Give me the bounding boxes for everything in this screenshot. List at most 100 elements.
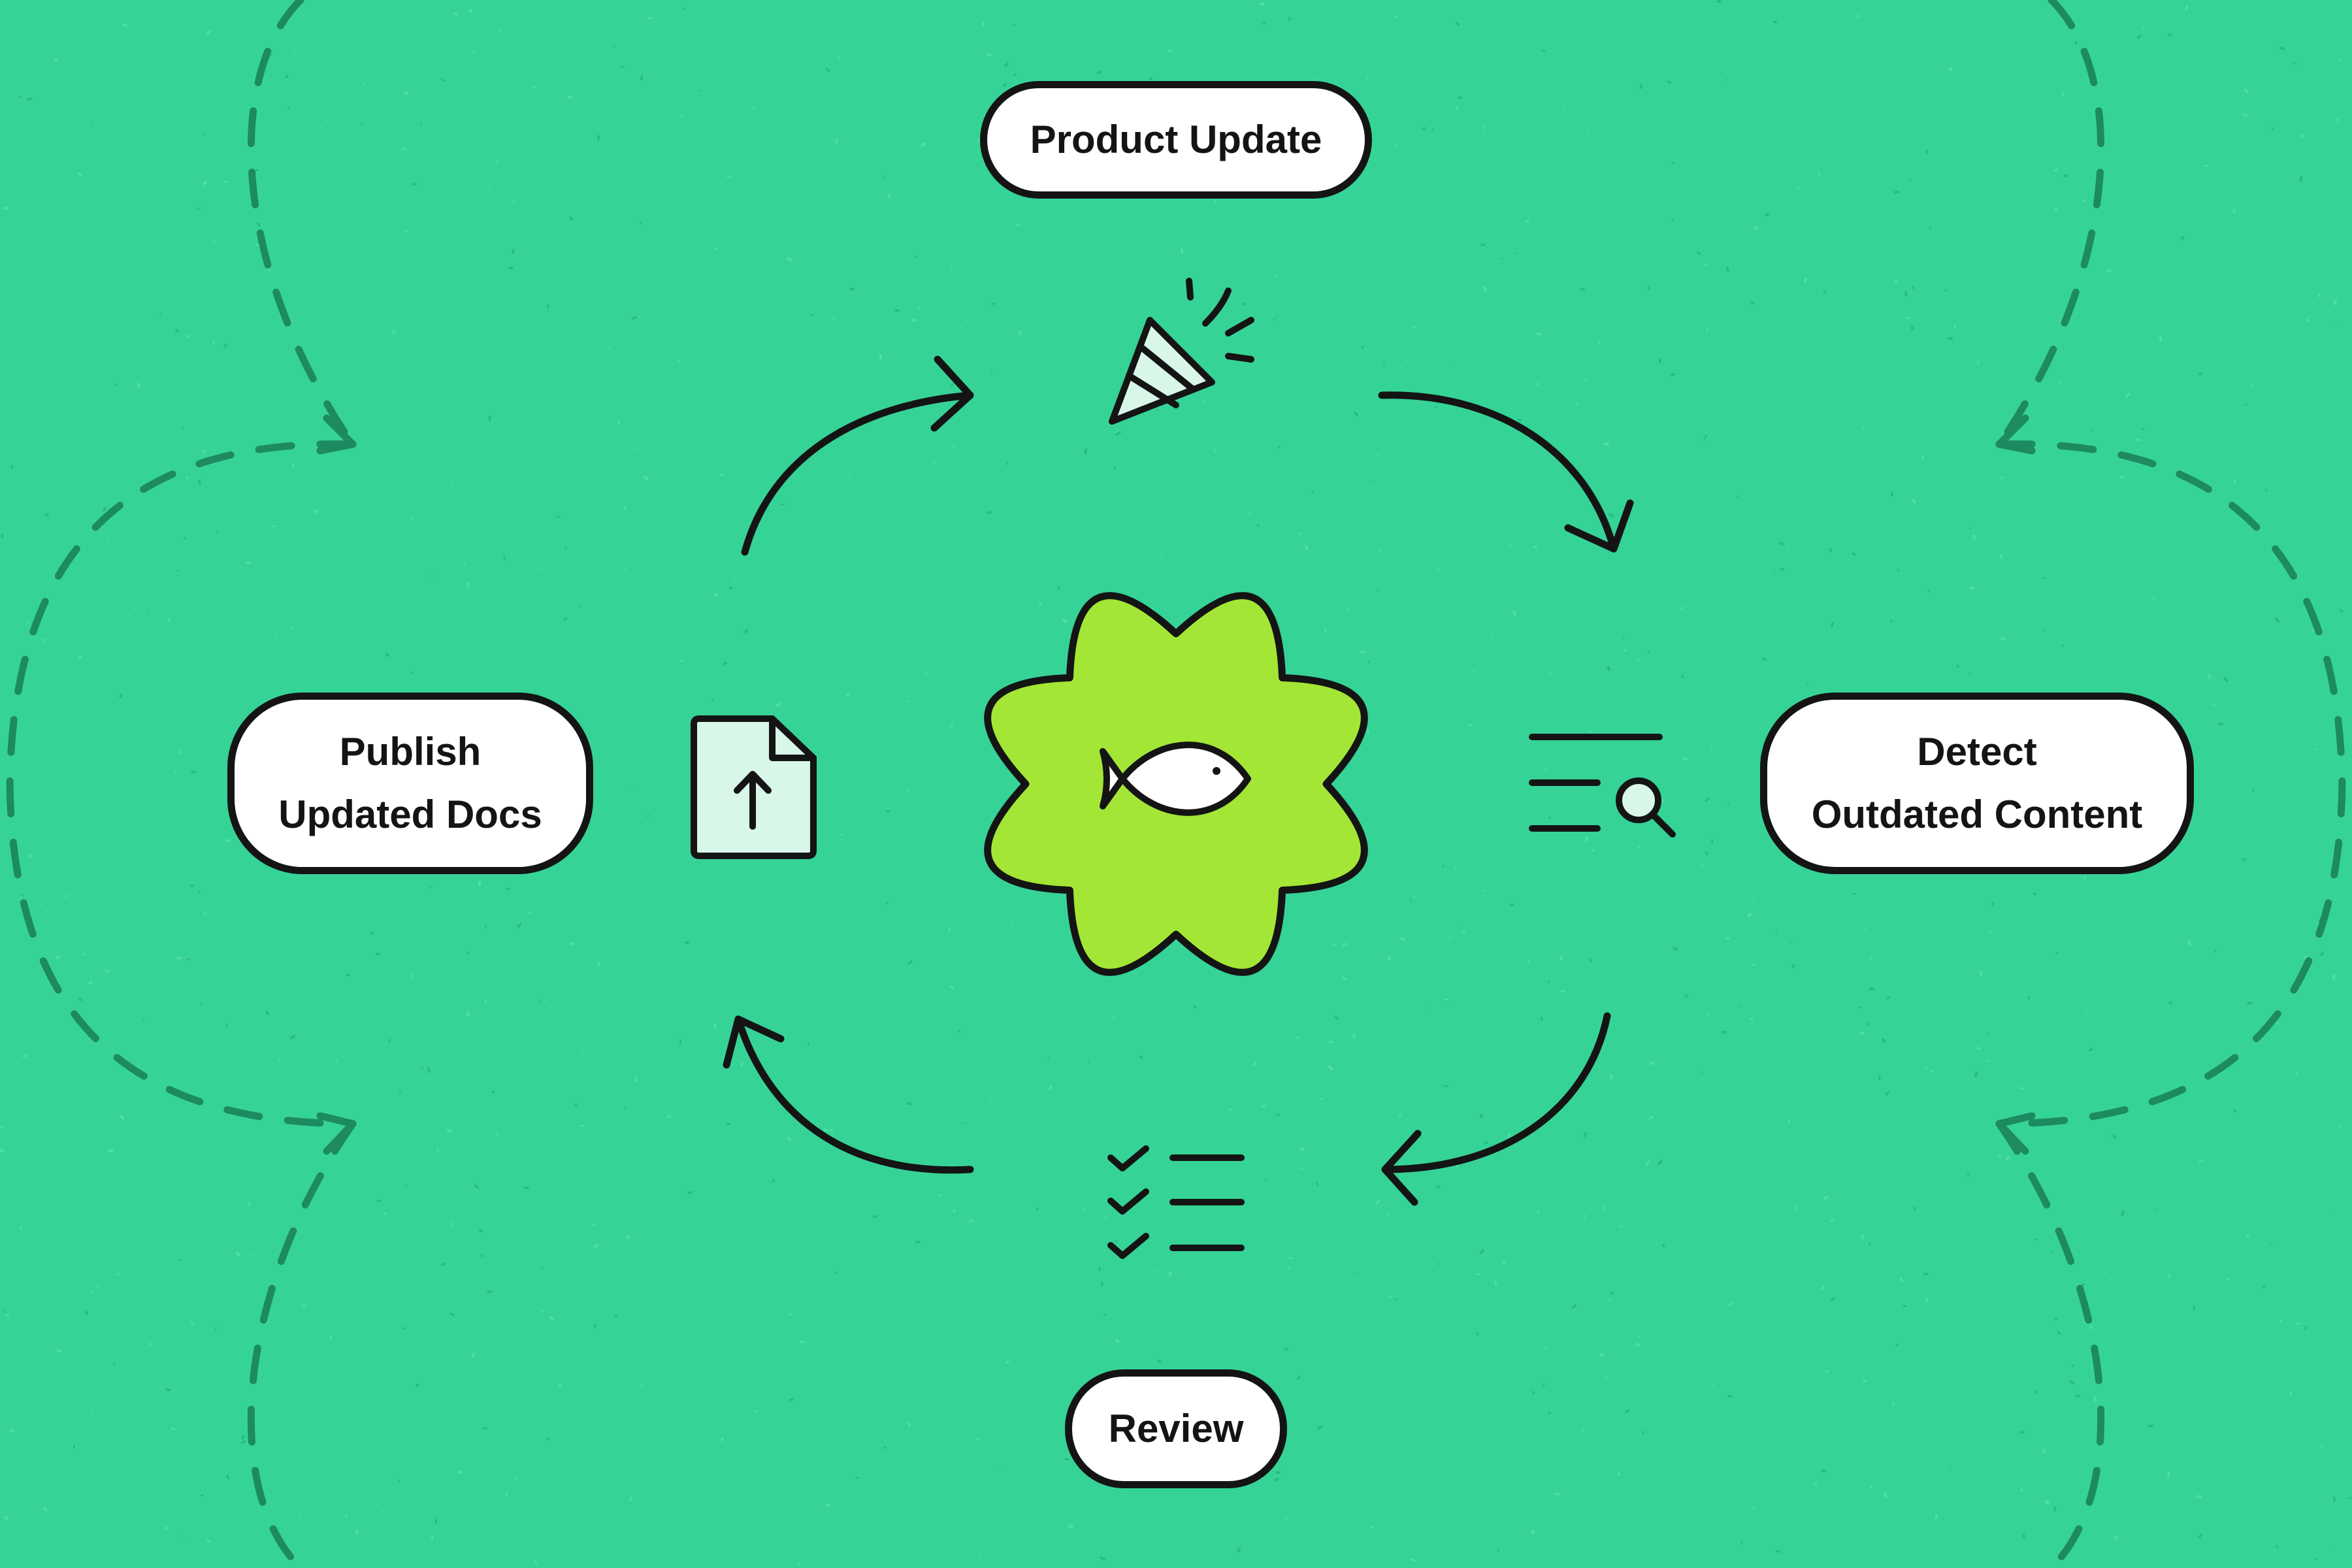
speckle: [105, 969, 110, 973]
speckle: [1386, 955, 1392, 961]
speckle: [1647, 649, 1650, 653]
speckle: [1394, 1298, 1397, 1301]
speckle: [1334, 1015, 1339, 1021]
speckle: [1865, 1022, 1869, 1026]
speckle: [593, 1323, 596, 1328]
speckle: [190, 770, 197, 775]
speckle: [932, 460, 936, 464]
speckle: [982, 22, 985, 27]
speckle: [1373, 481, 1375, 483]
speckle: [1788, 546, 1790, 548]
speckle: [106, 537, 108, 540]
speckle: [401, 146, 406, 151]
speckle: [1004, 1360, 1009, 1364]
speckle: [2083, 875, 2087, 879]
speckle: [335, 1059, 338, 1063]
speckle: [1431, 127, 1435, 131]
arrow-update-to-detect: [1378, 391, 1618, 553]
speckle: [593, 1243, 599, 1249]
speckle: [825, 1503, 830, 1507]
speckle: [495, 1132, 499, 1136]
speckle: [1100, 1556, 1106, 1561]
speckle: [2198, 372, 2203, 376]
speckle: [1537, 1209, 1540, 1215]
speckle: [1672, 946, 1678, 951]
speckle: [272, 525, 276, 528]
speckle: [1555, 1492, 1560, 1496]
speckle: [2022, 1533, 2025, 1539]
speckle: [488, 416, 491, 421]
speckle: [449, 1312, 455, 1317]
speckle: [2333, 299, 2338, 305]
speckle: [473, 50, 475, 54]
speckle: [240, 1434, 245, 1440]
speckle: [950, 265, 953, 269]
speckle: [1859, 1032, 1865, 1036]
speckle: [489, 185, 491, 188]
speckle: [1394, 143, 1397, 147]
speckle: [787, 257, 793, 262]
speckle: [1893, 190, 1899, 194]
speckle: [1861, 425, 1865, 429]
speckle: [1869, 1241, 1871, 1245]
speckle: [225, 1024, 228, 1028]
speckle: [541, 568, 543, 571]
speckle: [2300, 134, 2306, 139]
speckle: [274, 633, 277, 636]
speckle: [190, 1320, 195, 1325]
speckle: [1509, 544, 1512, 548]
speckle: [28, 853, 32, 859]
speckle: [453, 12, 459, 16]
speckle: [580, 1124, 584, 1127]
speckle: [1710, 1383, 1714, 1386]
speckle: [1100, 1281, 1104, 1286]
speckle: [355, 1529, 359, 1535]
speckle: [1547, 1411, 1552, 1415]
speckle: [1289, 1257, 1293, 1259]
speckle: [44, 513, 50, 517]
speckle: [855, 1476, 859, 1480]
dashed-loop-left-top: [247, 0, 357, 448]
speckle: [1721, 1030, 1727, 1034]
speckle: [1725, 267, 1730, 272]
step-publish-updated-docs: Publish Updated Docs: [227, 693, 593, 874]
speckle: [1891, 492, 1894, 497]
speckle: [255, 221, 261, 227]
speckle: [174, 770, 176, 774]
speckle: [1398, 1113, 1402, 1118]
speckle: [2180, 235, 2185, 240]
speckle: [772, 1179, 775, 1183]
speckle: [643, 476, 649, 481]
speckle: [1448, 937, 1452, 940]
speckle: [1525, 220, 1529, 223]
speckle: [382, 1212, 387, 1216]
speckle: [171, 1427, 176, 1431]
speckle: [1115, 431, 1121, 436]
speckle: [254, 169, 259, 172]
speckle: [19, 1226, 23, 1230]
speckle: [375, 953, 381, 956]
step-detect-label-line-2: Outdated Content: [1811, 792, 2143, 836]
speckle: [968, 1219, 974, 1223]
speckle: [1456, 1164, 1459, 1168]
speckle: [1295, 1453, 1298, 1455]
speckle: [682, 7, 685, 11]
speckle: [90, 1291, 93, 1294]
speckle: [1818, 171, 1821, 176]
speckle: [1598, 340, 1600, 344]
speckle: [2027, 996, 2030, 1000]
speckle: [2043, 629, 2045, 632]
speckle: [546, 304, 549, 309]
speckle: [2232, 1109, 2237, 1113]
speckle: [319, 125, 322, 127]
speckle: [225, 839, 231, 843]
dashed-arrowhead-left-top: [316, 414, 357, 455]
speckle: [1436, 1185, 1441, 1189]
speckle: [2270, 1244, 2272, 1246]
speckle: [65, 894, 68, 898]
speckle: [278, 1058, 281, 1061]
speckle: [299, 1516, 301, 1520]
speckle: [284, 74, 289, 78]
speckle: [1638, 1335, 1641, 1337]
